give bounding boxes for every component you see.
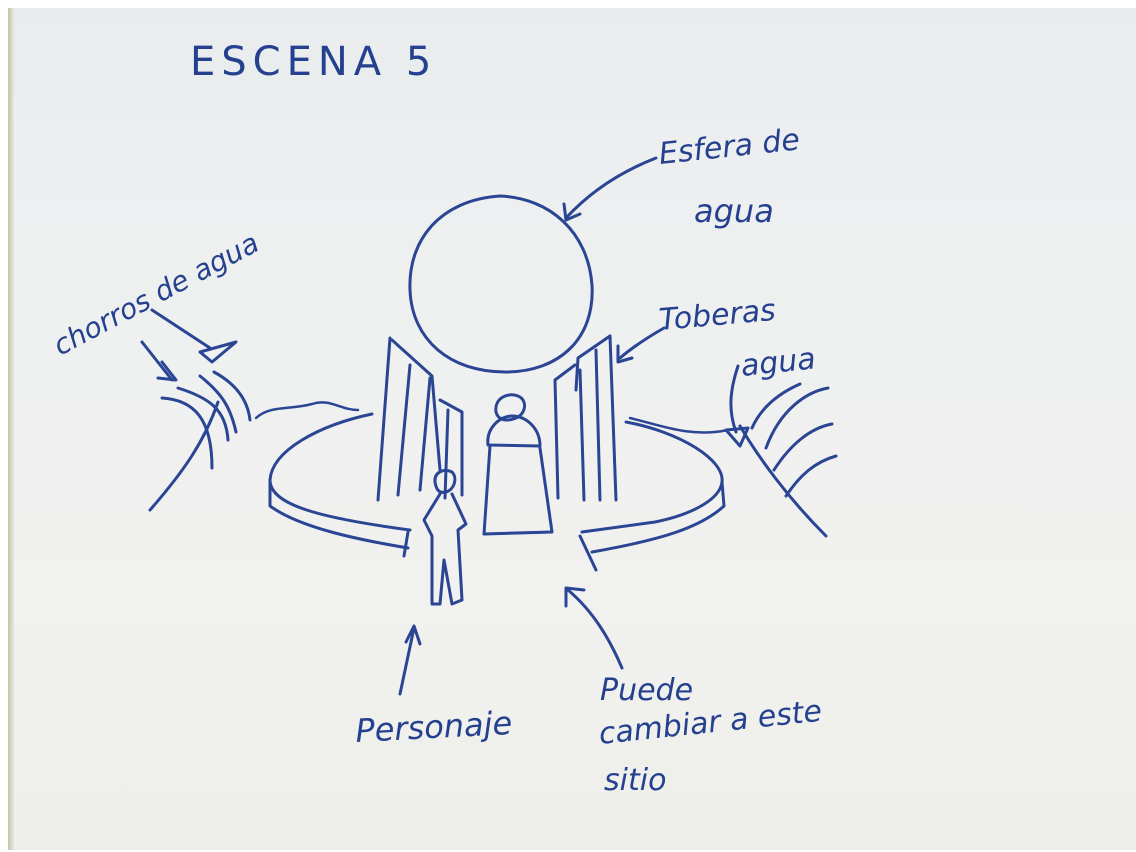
label-change-line1: Puede — [600, 673, 693, 708]
fountain-platform — [270, 414, 724, 570]
label-water-right: agua — [739, 341, 817, 384]
central-statue — [484, 395, 552, 534]
label-change-line3: sitio — [604, 763, 666, 798]
scene-title: ESCENA 5 — [190, 39, 437, 85]
right-tubes — [555, 336, 616, 500]
label-sphere-line1: Esfera de — [657, 122, 801, 172]
right-water-jets — [630, 366, 836, 536]
water-sphere — [410, 196, 592, 372]
left-tubes — [378, 338, 462, 500]
label-tubes: Toberas — [658, 293, 777, 338]
label-character: Personaje — [354, 704, 513, 750]
left-water-jets — [142, 310, 358, 510]
label-sphere-line2: agua — [694, 192, 774, 230]
